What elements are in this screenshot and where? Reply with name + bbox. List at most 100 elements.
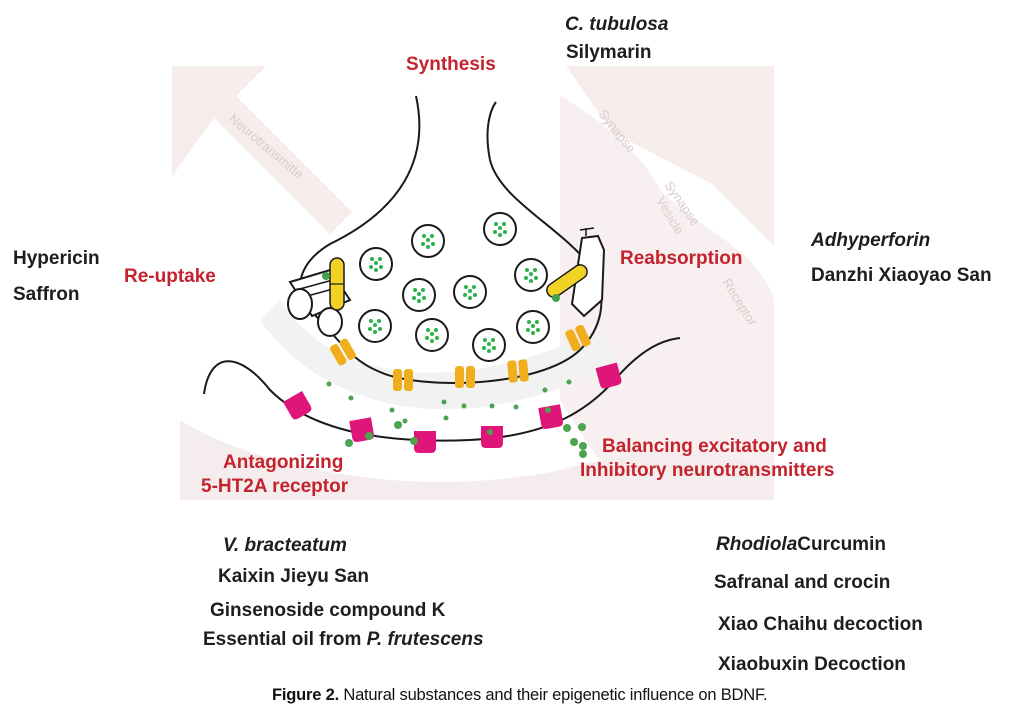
substance-p-frutescens: P. frutescens [366, 629, 484, 650]
vesicle [359, 247, 393, 281]
vesicle-neurotransmitter-dot [536, 328, 540, 332]
vesicle-neurotransmitter-dot [412, 296, 416, 300]
receptor [538, 404, 564, 430]
reabsorption-transporter [546, 227, 606, 318]
ion-channel-half [507, 360, 518, 383]
vesicle-neurotransmitter-dot [373, 330, 377, 334]
neurotransmitter-molecule [402, 418, 408, 424]
mechanism-antagonizing-line1: Antagonizing [223, 452, 344, 473]
vesicle-neurotransmitter-dot [370, 257, 374, 261]
vesicle-neurotransmitter-dot [483, 338, 487, 342]
substance-saffron: Saffron [13, 284, 80, 305]
watermark-text-neurotransmitter: Neurotransmitte [226, 111, 306, 182]
mechanism-balancing-line2: Inhibitory neurotransmitters [580, 460, 835, 481]
substance-danzhi-xiaoyao-san: Danzhi Xiaoyao San [811, 265, 992, 286]
watermark-arrow-neurotransmitter [172, 66, 352, 234]
vesicle-neurotransmitter-dot [417, 292, 421, 296]
synaptic-vesicles [358, 212, 550, 362]
substance-kaixin-jieyu-san: Kaixin Jieyu San [218, 566, 370, 587]
substance-safranal-crocin: Safranal and crocin [714, 572, 891, 593]
vesicle-neurotransmitter-dot [369, 265, 373, 269]
vesicle-neurotransmitter-dot [369, 319, 373, 323]
vesicle-neurotransmitter-dot [434, 328, 438, 332]
neurotransmitter-molecule [461, 403, 467, 409]
vesicle [514, 258, 548, 292]
neurotransmitter-molecule [345, 439, 353, 447]
vesicle-neurotransmitter-dot [421, 288, 425, 292]
neurotransmitter-molecule [326, 381, 332, 387]
substance-xiaobuxin-decoction: Xiaobuxin Decoction [718, 654, 906, 675]
substance-rhodiola: Rhodiola [716, 534, 798, 555]
ion-channel-half [565, 329, 581, 352]
watermark-arrow-synapse [566, 66, 774, 246]
vesicle-neurotransmitter-dot [502, 222, 506, 226]
neurotransmitter-molecule [579, 450, 587, 458]
receptor [282, 390, 312, 420]
ion-channel [455, 366, 475, 388]
vesicle-neurotransmitter-dot [464, 285, 468, 289]
vesicle-neurotransmitter-dot [468, 289, 472, 293]
substance-v-bracteatum: V. bracteatum [223, 535, 347, 556]
mechanism-antagonizing-line2: 5-HT2A receptor [201, 476, 349, 497]
neurotransmitter-molecules [326, 379, 587, 458]
yellow-transporter-capsule [546, 264, 588, 298]
reuptake-transporter [287, 257, 352, 337]
vesicle-neurotransmitter-dot [430, 234, 434, 238]
vesicle [415, 318, 449, 352]
neurotransmitter-molecule [578, 423, 586, 431]
ion-channel-half [393, 369, 402, 391]
vesicle-neurotransmitter-dot [377, 319, 381, 323]
vesicle-neurotransmitter-dot [431, 242, 435, 246]
neurotransmitter-molecule [487, 429, 493, 435]
substance-adhyperforin: Adhyperforin [811, 230, 931, 251]
vesicle-neurotransmitter-dot [426, 328, 430, 332]
vesicle-neurotransmitter-dot [498, 233, 502, 237]
vesicle-neurotransmitter-dot [529, 272, 533, 276]
vesicle [358, 309, 392, 343]
vesicle-neurotransmitter-dot [498, 226, 502, 230]
watermark-band-synapse [560, 95, 774, 500]
vesicle-neurotransmitter-dot [531, 331, 535, 335]
substance-silymarin: Silymarin [566, 42, 652, 63]
figure-caption-text: Natural substances and their epigenetic … [338, 686, 768, 704]
ion-channel-half [575, 324, 591, 347]
mechanism-synthesis-label: Synthesis [406, 54, 496, 75]
vesicle-neurotransmitter-dot [534, 276, 538, 280]
receptor [414, 431, 436, 453]
substance-curcumin: Curcumin [797, 534, 886, 555]
vesicle-neurotransmitter-dot [378, 327, 382, 331]
vesicle-neurotransmitter-dot [373, 323, 377, 327]
mechanism-balancing-line1: Balancing excitatory and [602, 436, 827, 457]
receptor [595, 362, 622, 389]
vesicle-neurotransmitter-dot [494, 222, 498, 226]
vesicle-neurotransmitter-dot [527, 320, 531, 324]
vesicle [411, 224, 445, 258]
neurotransmitter-molecule [579, 442, 587, 450]
vesicle-neurotransmitter-dot [374, 268, 378, 272]
vesicle-neurotransmitter-dot [430, 339, 434, 343]
vesicle-neurotransmitter-dot [417, 299, 421, 303]
vesicle-neurotransmitter-dot [422, 296, 426, 300]
vesicle-neurotransmitter-dot [425, 336, 429, 340]
neurotransmitter-molecule [513, 404, 519, 410]
vesicle-neurotransmitter-dot [374, 261, 378, 265]
neurotransmitter-molecule [348, 395, 354, 401]
vesicle-neurotransmitter-dot [430, 332, 434, 336]
postsynaptic-membrane [203, 337, 681, 442]
vesicle [402, 278, 436, 312]
neurotransmitter-molecule [542, 387, 548, 393]
vesicle-neurotransmitter-dot [368, 327, 372, 331]
vesicle-neurotransmitter-dot [503, 230, 507, 234]
ion-channel-half [518, 359, 529, 382]
neurotransmitter-molecule [563, 424, 571, 432]
watermark-band-bottom [180, 420, 774, 500]
neurotransmitter-molecule [410, 437, 418, 445]
substance-essential-oil: Essential oil from P. frutescens [203, 629, 484, 651]
vesicle-neurotransmitter-dot [473, 293, 477, 297]
vesicle-neurotransmitter-dot [472, 285, 476, 289]
vesicle-neurotransmitter-dot [492, 346, 496, 350]
neurotransmitter-molecule [441, 399, 447, 405]
ion-channel-half [455, 366, 464, 388]
vesicle-neurotransmitter-dot [531, 324, 535, 328]
